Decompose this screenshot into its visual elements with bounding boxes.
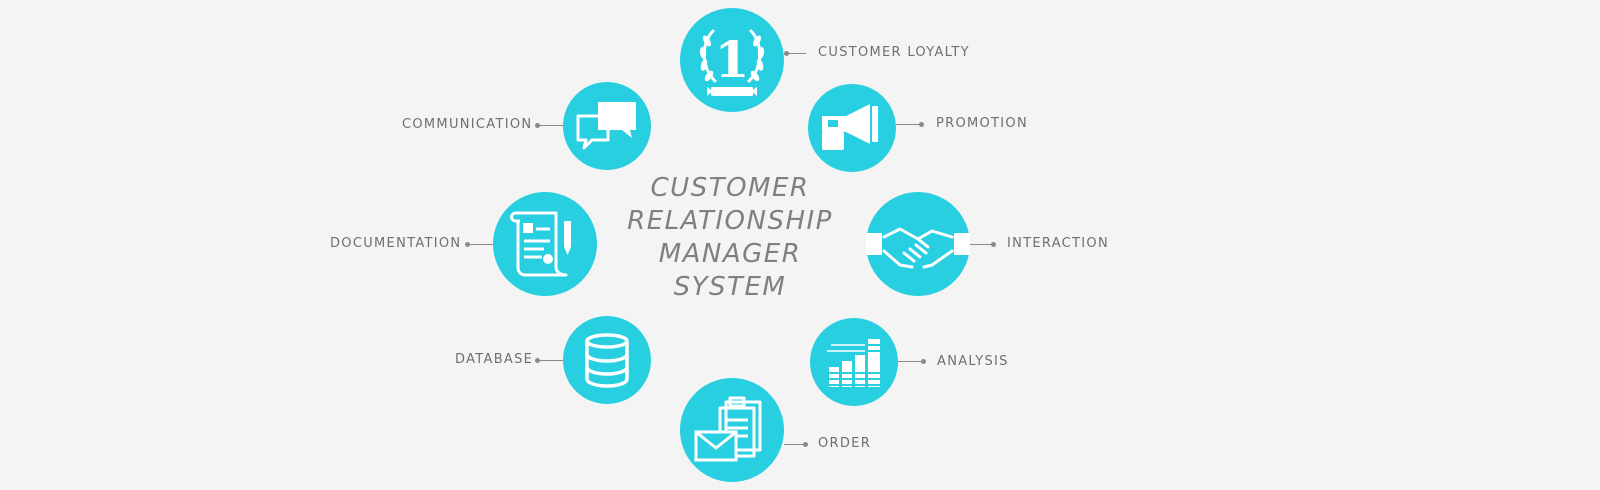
- envelope-clipboard-icon: [694, 396, 762, 462]
- title-line: MANAGER: [658, 239, 802, 269]
- node-label-customer-loyalty: CUSTOMER LOYALTY: [818, 45, 970, 60]
- connector-order: [784, 442, 808, 447]
- title-line: RELATIONSHIP: [627, 206, 833, 236]
- document-scroll-icon: [510, 211, 571, 277]
- rank-badge: 1: [715, 30, 750, 89]
- node-label-documentation: DOCUMENTATION: [330, 236, 462, 251]
- connector-customer-loyalty: [784, 51, 806, 56]
- database-icon: [585, 333, 629, 388]
- node-interaction: [866, 192, 970, 296]
- node-customer-loyalty: 1: [680, 8, 784, 112]
- title-line: SYSTEM: [673, 272, 787, 302]
- bar-chart-icon: [825, 339, 883, 387]
- node-order: [680, 378, 784, 482]
- node-label-communication: COMMUNICATION: [402, 117, 533, 132]
- connector-interaction: [970, 242, 996, 247]
- node-promotion: [808, 84, 896, 172]
- node-label-analysis: ANALYSIS: [937, 354, 1009, 369]
- connector-analysis: [898, 359, 926, 364]
- title-line: CUSTOMER: [650, 173, 810, 203]
- node-communication: [563, 82, 651, 170]
- connector-documentation: [465, 242, 493, 247]
- laurel-number-one-icon: 1: [699, 29, 765, 96]
- connector-promotion: [896, 122, 924, 127]
- megaphone-icon: [822, 104, 878, 150]
- node-label-promotion: PROMOTION: [936, 116, 1028, 131]
- node-documentation: [493, 192, 597, 296]
- chat-bubbles-icon: [576, 102, 636, 150]
- node-label-database: DATABASE: [455, 352, 534, 367]
- connector-database: [535, 358, 563, 363]
- node-database: [563, 316, 651, 404]
- diagram-title: CUSTOMER RELATIONSHIP MANAGER SYSTEM: [600, 172, 860, 304]
- connector-communication: [535, 123, 563, 128]
- handshake-icon: [866, 227, 970, 269]
- node-label-order: ORDER: [818, 436, 872, 451]
- node-label-interaction: INTERACTION: [1007, 236, 1109, 251]
- node-analysis: [810, 318, 898, 406]
